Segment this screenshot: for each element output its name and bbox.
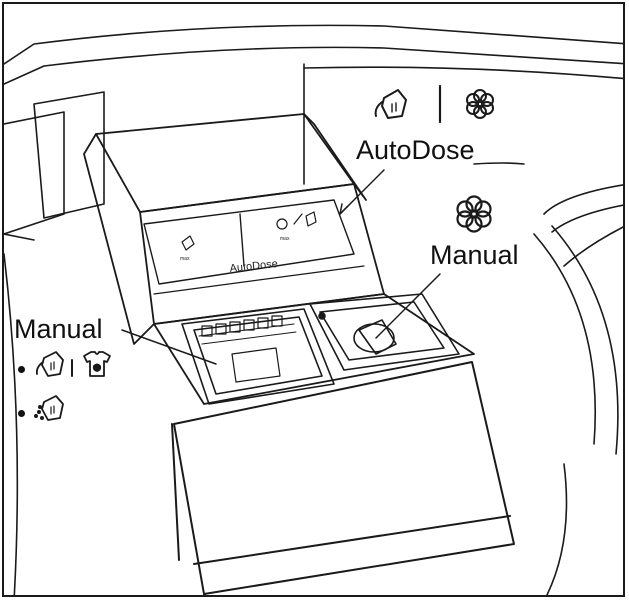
powder-detergent-icon [33,395,64,421]
machine-body [4,24,623,595]
manual-right-leader-line [375,273,441,339]
shirt-stain-icon [83,351,111,377]
bullet-point [18,366,25,373]
autodose-label: AutoDose [356,135,475,165]
manual-left-leader-line [121,329,217,365]
svg-text:max: max [180,256,190,262]
svg-text:max: max [280,236,290,242]
tray-lid-printing: max max AutoDose [180,211,317,275]
detergent-pour-icon [374,89,407,119]
manual-right-label: Manual [430,240,519,270]
tray-lid-autodose-text: AutoDose [229,258,278,275]
manual-left-label: Manual [14,314,103,344]
leader-lines [121,169,441,365]
detergent-pour-icon [35,351,64,377]
compartments [181,293,460,405]
dispenser-drawer-illustration: max max AutoDose [4,24,623,595]
drawer-front [171,361,515,595]
bullet-point [18,410,25,417]
fabric-softener-flower-icon [466,89,494,119]
fabric-softener-flower-icon [456,195,492,233]
drawer-tray [83,113,475,405]
